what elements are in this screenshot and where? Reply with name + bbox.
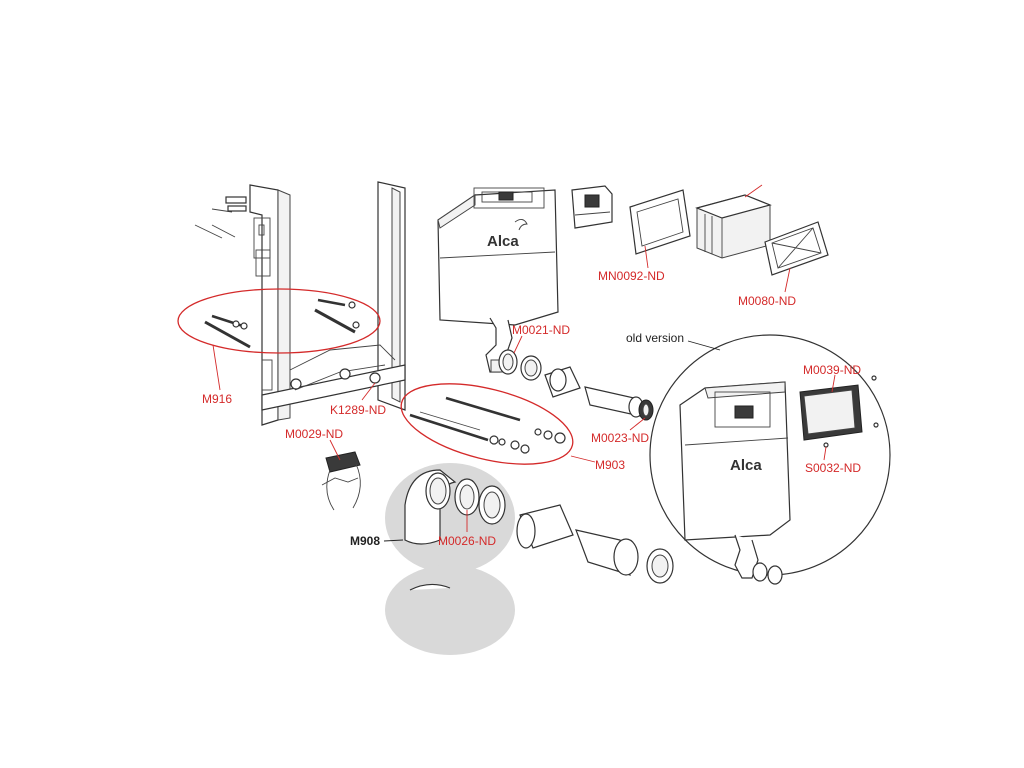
label-k1289: K1289-ND [330,403,386,417]
brand-logo-alca-old: Alca [730,457,762,474]
highlight-ellipse-m903 [400,383,574,465]
label-m903: M903 [595,458,625,472]
seal-m0021 [498,349,542,381]
drain-pipe-segments [516,504,674,584]
label-s0032: S0032-ND [805,461,861,475]
label-old-version: old version [626,331,684,345]
drain-elbow-m908 [385,463,515,655]
frame-m0080 [764,221,829,276]
label-m0029: M0029-ND [285,427,343,441]
anchor-bolts-top [194,196,247,239]
shaded-highlight-lower [385,565,515,655]
label-m0080: M0080-ND [738,294,796,308]
part-labels: M916 K1289-ND M0021-ND MN0092-ND M0080-N… [202,269,861,548]
label-m0039: M0039-ND [803,363,861,377]
label-m0023: M0023-ND [591,431,649,445]
leader-lines [212,245,836,542]
label-m908: M908 [350,534,380,548]
label-m0026: M0026-ND [438,534,496,548]
label-m916: M916 [202,392,232,406]
label-mn0092: MN0092-ND [598,269,665,283]
inspection-box [695,184,772,259]
label-m0021: M0021-ND [512,323,570,337]
bolt-set-m916 [177,288,381,354]
pipe-clamp-m0029 [321,451,361,511]
cistern: Alca [437,187,559,373]
brand-logo-alca: Alca [487,233,519,250]
highlight-ellipse-m916 [177,288,381,354]
frame-mn0092 [629,189,691,255]
control-plate [571,185,613,229]
installation-frame [249,181,406,426]
old-version-detail: Alca [649,334,891,585]
flush-pipe-segment [544,366,654,421]
rod-set-m903 [400,383,574,465]
